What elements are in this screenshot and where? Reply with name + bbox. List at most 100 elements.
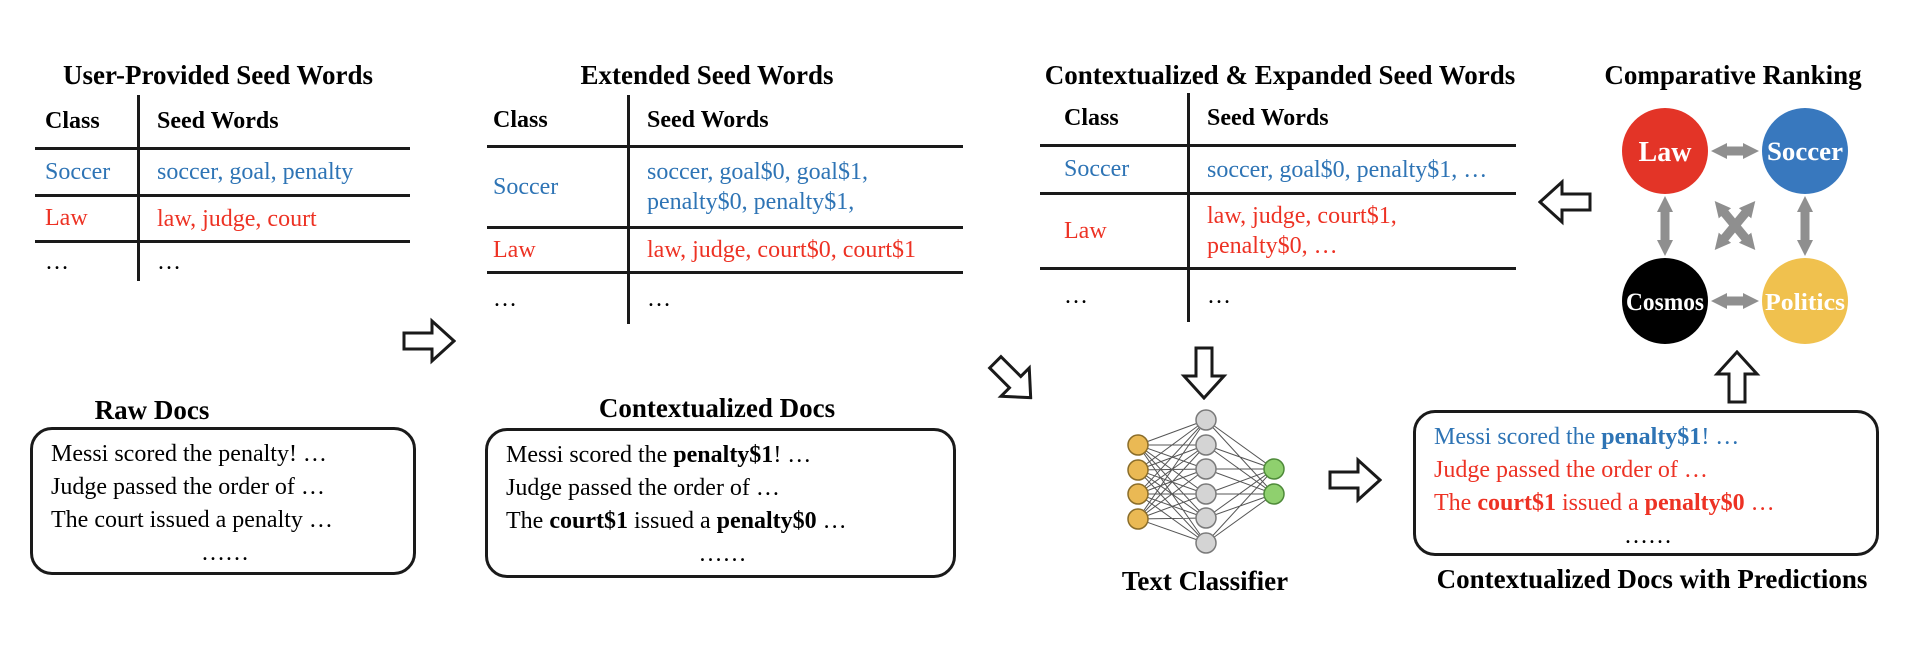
table-row: Law law, judge, court$1, penalty$0, … [1040, 195, 1516, 270]
doc-line-segment: Messi scored the [1434, 424, 1602, 450]
ranking-node-cosmos [1622, 258, 1708, 344]
table-row: … … [487, 274, 963, 324]
ranking-node-label: Cosmos [1626, 289, 1704, 316]
arrow-right-icon [402, 317, 456, 365]
class-cell: Law [1064, 217, 1107, 244]
table3-title: Contextualized & Expanded Seed Words [1044, 60, 1516, 90]
user-seed-words-table: Class Seed Words Soccer soccer, goal, pe… [35, 95, 410, 281]
seed-line: law, judge, court [157, 205, 317, 232]
arrow-down-icon [1180, 346, 1228, 400]
seed-words-cell: soccer, goal$0, penalty$1, … [1187, 155, 1516, 185]
pred-docs-box: Messi scored the penalty$1! … Judge pass… [1413, 410, 1879, 556]
ctx-expanded-seed-words-table: Class Seed Words Soccer soccer, goal$0, … [1040, 93, 1516, 322]
nn-output-node [1263, 458, 1285, 480]
seed-words-cell: law, judge, court$1, penalty$0, … [1187, 201, 1516, 261]
doc-line-segment: The [506, 508, 550, 534]
nn-input-node [1127, 483, 1149, 505]
seed-words-cell: … [627, 284, 963, 314]
seed-words-cell: … [1187, 281, 1516, 311]
neural-network-icon [1127, 409, 1285, 554]
arrow-left-icon [1538, 178, 1592, 226]
doc-line: …… [698, 541, 747, 567]
class-header-cell: Class [45, 107, 100, 134]
doc-line: Judge passed the order of … [51, 474, 325, 500]
class-header-cell: Class [1064, 105, 1119, 131]
ctx-docs-box: Messi scored the penalty$1! … Judge pass… [485, 428, 956, 578]
table-row: Soccer soccer, goal$0, goal$1, penalty$0… [487, 148, 963, 229]
seed-line: law, judge, court$0, court$1 [647, 237, 917, 263]
nn-output-node [1263, 483, 1285, 505]
class-cell: … [45, 248, 69, 275]
nn-edges [1137, 419, 1275, 544]
seed-line: soccer, goal, penalty [157, 159, 354, 185]
table-header-row: Class Seed Words [1040, 93, 1516, 147]
doc-line-segment: … [1744, 490, 1775, 516]
seed-words-cell: soccer, goal$0, goal$1, penalty$0, penal… [627, 157, 963, 217]
doc-line-segment: penalty$0 [1644, 490, 1745, 516]
doc-line-segment: Messi scored the [506, 442, 674, 468]
class-cell: Law [493, 236, 536, 263]
nn-hidden-node [1195, 532, 1217, 554]
table1-title: User-Provided Seed Words [63, 60, 373, 90]
doc-line: Messi scored the penalty$1! … [1434, 421, 1862, 454]
doc-line: The court issued a penalty … [51, 507, 333, 533]
doc-line: …… [201, 540, 249, 566]
table-row: Soccer soccer, goal, penalty [35, 150, 410, 197]
arrow-down-right-icon [977, 344, 1049, 416]
doc-line: The court$1 issued a penalty$0 … [506, 505, 939, 538]
ranking-node-label: Soccer [1767, 137, 1843, 166]
nn-hidden-node [1195, 483, 1217, 505]
pred-docs-caption: Contextualized Docs with Predictions [1436, 564, 1868, 594]
seed-line: penalty$0, … [1207, 233, 1338, 259]
class-cell: … [1064, 282, 1088, 309]
nn-input-node [1127, 508, 1149, 530]
table-row: … … [35, 243, 410, 281]
seed-line: soccer, goal$0, goal$1, [647, 159, 868, 185]
seed-line: … [647, 286, 671, 312]
table-divider [137, 95, 140, 281]
table-divider [627, 95, 630, 324]
nn-hidden-node [1195, 507, 1217, 529]
nn-hidden-node [1195, 409, 1217, 431]
class-cell: … [493, 285, 517, 312]
ranking-arrow-soccer-cosmos-icon [1714, 200, 1756, 251]
nn-input-node [1127, 459, 1149, 481]
doc-line-segment: issued a [627, 508, 717, 534]
doc-line-segment: penalty$1 [1601, 424, 1702, 450]
doc-line-segment: court$1 [1477, 490, 1556, 516]
ranking-node-law [1622, 108, 1708, 194]
table-row: Law law, judge, court$0, court$1 [487, 229, 963, 274]
seed-line: … [1207, 283, 1231, 309]
seed-words-cell: law, judge, court$0, court$1 [627, 235, 963, 265]
nn-input-node [1127, 434, 1149, 456]
seed-words-header-cell: Seed Words [1207, 105, 1329, 131]
doc-line: Judge passed the order of … [506, 475, 780, 501]
doc-line: The court$1 issued a penalty$0 … [1434, 487, 1862, 520]
doc-line-segment: issued a [1555, 490, 1645, 516]
class-header-cell: Class [493, 106, 548, 133]
raw-docs-box: Messi scored the penalty! … Judge passed… [30, 427, 416, 575]
nn-hidden-node [1195, 458, 1217, 480]
table-header-row: Class Seed Words [35, 95, 410, 150]
ranking-node-soccer [1762, 108, 1848, 194]
table-row: Law law, judge, court [35, 197, 410, 243]
arrow-right-icon [1328, 456, 1382, 504]
classifier-label: Text Classifier [1121, 566, 1289, 596]
table2-title: Extended Seed Words [580, 60, 834, 90]
table-header-row: Class Seed Words [487, 95, 963, 148]
seed-words-cell: … [137, 247, 410, 277]
raw-docs-title: Raw Docs [94, 395, 210, 425]
nn-hidden-node [1195, 434, 1217, 456]
table-divider [1187, 93, 1190, 322]
ranking-node-label: Law [1639, 137, 1693, 168]
ranking-title: Comparative Ranking [1604, 60, 1862, 90]
class-cell: Soccer [45, 158, 111, 185]
seed-line: penalty$0, penalty$1, [647, 189, 855, 215]
doc-line-segment: ! … [773, 442, 812, 468]
doc-line: Messi scored the penalty! … [51, 441, 327, 467]
seed-line: law, judge, court$1, [1207, 203, 1397, 229]
ranking-node-politics [1762, 258, 1848, 344]
class-cell: Soccer [493, 173, 559, 200]
doc-line-segment: … [816, 508, 847, 534]
